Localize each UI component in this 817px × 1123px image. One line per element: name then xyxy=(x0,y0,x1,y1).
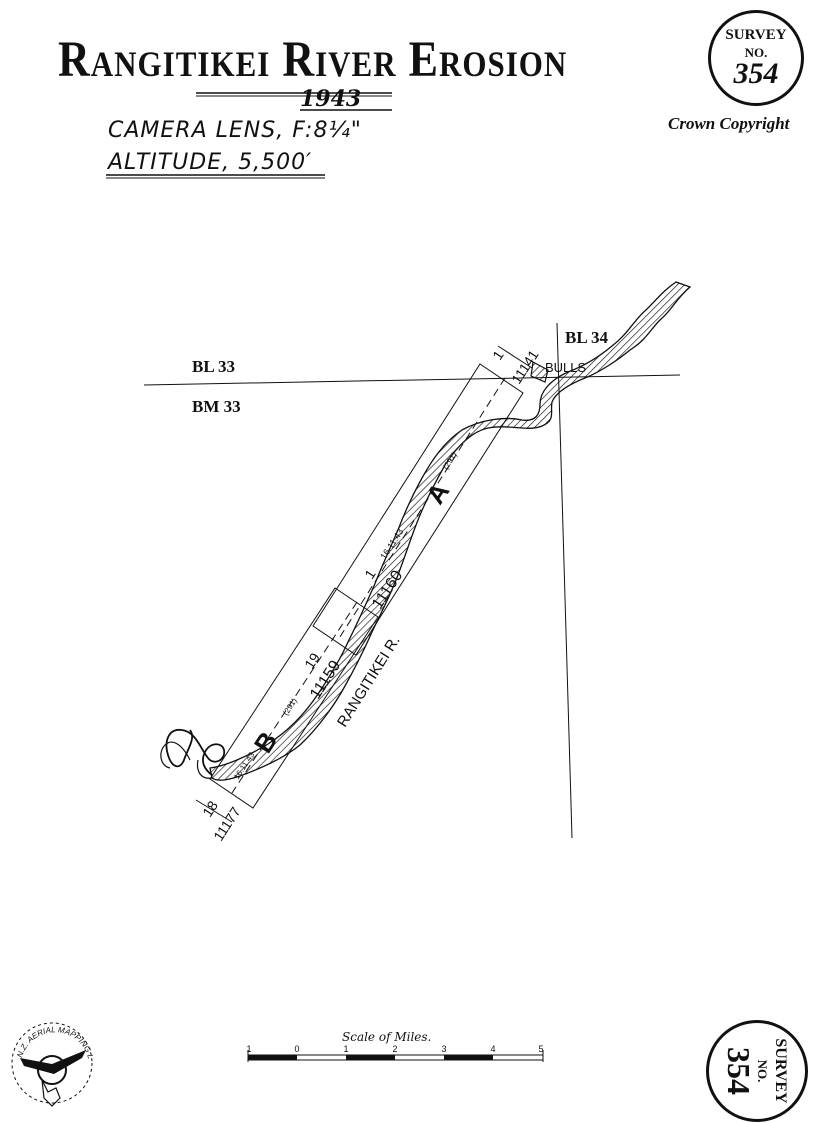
grid-label-bl33: BL 33 xyxy=(192,357,235,376)
seal-bottom-number: 354 xyxy=(721,1047,757,1095)
scale-tick-5: 4 xyxy=(490,1044,495,1054)
strip-b-run: (291) xyxy=(281,696,299,717)
town-label-bulls: BULLS xyxy=(545,360,587,375)
scale-tick-4: 3 xyxy=(441,1044,446,1054)
grid-label-bl34: BL 34 xyxy=(565,328,608,347)
seal-no: NO. xyxy=(744,45,768,60)
camera-lens-label: CAMERA LENS, F:8¼" xyxy=(108,118,362,143)
survey-number-seal: SURVEY NO. 354 xyxy=(708,10,804,106)
scale-tick-1: 0 xyxy=(294,1044,299,1054)
river-meanders xyxy=(165,729,226,776)
scale-tick-2: 1 xyxy=(343,1044,348,1054)
strip-a-start-tick xyxy=(497,345,533,369)
altitude-label: ALTITUDE, 5,500′ xyxy=(108,150,313,175)
copyright-label: Crown Copyright xyxy=(668,114,790,133)
map-year: 1943 xyxy=(300,86,362,112)
flight-strip-b-box xyxy=(209,587,379,809)
scale-title: Scale of Miles. xyxy=(342,1030,432,1044)
scale-bar xyxy=(247,1050,544,1062)
strip-b-start-photo: 19 xyxy=(301,650,323,672)
seal-number: 354 xyxy=(733,57,779,90)
bulls-town-block xyxy=(530,361,549,383)
logo-text: N.Z. AERIAL MAPPING LTD. xyxy=(0,0,95,1060)
nz-aerial-mapping-logo: N.Z. AERIAL MAPPING LTD. xyxy=(0,0,95,1107)
strip-b-end-photo: 18 xyxy=(199,798,221,820)
grid-label-bm33: BM 33 xyxy=(192,397,241,416)
grid-line-horizontal xyxy=(143,374,681,386)
river-channel xyxy=(209,281,692,781)
survey-number-seal-bottom: SURVEY NO. 354 xyxy=(706,1020,808,1122)
scale-tick-6: 5 xyxy=(538,1044,543,1054)
strip-b-end-tick xyxy=(195,799,233,823)
seal-bottom-word: SURVEY xyxy=(772,1038,789,1104)
map-title: Rangitikei River Erosion xyxy=(58,31,568,88)
flight-strip-a-box xyxy=(312,363,524,656)
scale-tick-0: 1 xyxy=(246,1044,251,1054)
scale-tick-3: 2 xyxy=(392,1044,397,1054)
river-meander-outer xyxy=(160,741,213,779)
seal-word: SURVEY xyxy=(725,27,787,43)
grid-line-vertical xyxy=(556,322,573,839)
